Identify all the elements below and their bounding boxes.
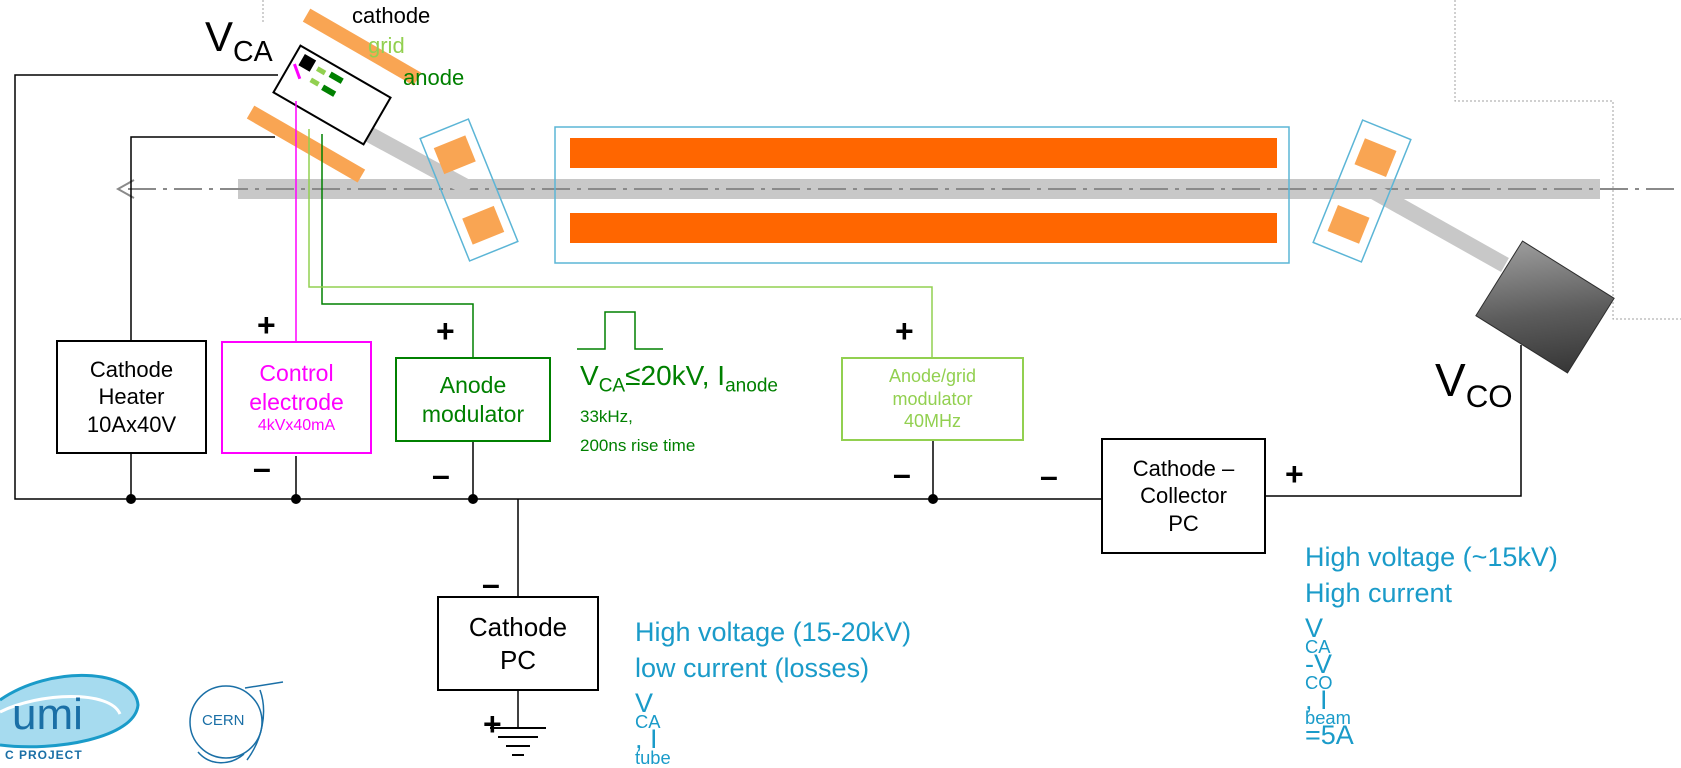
anode-grid-modulator-line-3: 40MHz [903,411,961,432]
cathode-pc-note-line-2: low current (losses) [635,652,870,683]
input-coupler [419,118,519,262]
anode-minus-sign: – [432,457,450,493]
heater-ctrl-plus-sign: + [257,307,276,343]
collector-beam-tube [1371,185,1509,272]
cathode-collector-pc-box: Cathode – Collector PC [1101,438,1266,554]
cathode-element [298,53,317,72]
pulse-waveform-icon [577,311,663,350]
lumi-logo-text: umi [12,690,83,739]
cathode-heater-line-3: 10Ax40V [86,411,177,437]
hl-lhc-lumi-logo [0,674,140,749]
cathode-pc-line-2: PC [499,644,537,675]
cern-logo [189,681,284,764]
gun-coil-lower [246,105,366,183]
cathode-collector-pc-line-1: Cathode – [1132,455,1235,481]
pulse-spec-label: VCA≤20kV, Ianode [580,360,779,397]
wiring-black [14,74,1522,756]
collector [1475,240,1615,374]
cathode-pc-box: Cathode PC [437,596,599,691]
collector-pc-plus-sign: + [1285,456,1304,492]
cathode-pc-note: High voltage (15-20kV) low current (loss… [635,615,912,768]
lumi-logo-subtext: C PROJECT [5,748,83,762]
v-co-label: VCO [1435,354,1513,414]
cathode-pc-note-line-1: High voltage (15-20kV) [635,617,912,647]
collector-note-line-1: High voltage (~15kV) [1305,542,1558,572]
interaction-bar-upper [570,138,1277,168]
cathode-collector-pc-line-3: PC [1168,510,1199,536]
anode-label: anode [403,65,465,90]
anode-grid-modulator-line-1: Anode/grid [888,366,977,387]
anode-element-upper [328,71,344,84]
grid-element-upper [315,66,327,76]
control-electrode-line-2: electrode [249,388,344,415]
grid-mod-plus-sign: + [895,313,914,349]
wiring-light-green [308,129,933,357]
control-electrode-line-1: Control [259,359,334,386]
cathode-heater-line-1: Cathode [89,356,174,382]
cern-logo-text: CERN [202,712,245,729]
ctrl-minus-sign: – [253,450,271,486]
gun-beam-tube [361,124,474,197]
interaction-section-frame [554,126,1290,264]
junction-dots [126,494,938,504]
anode-modulator-line-1: Anode [439,371,507,398]
collector-pc-minus-sign: – [1040,458,1058,494]
cathode-heater-box: Cathode Heater 10Ax40V [56,340,207,454]
control-electrode-line-3: 4kVx40mA [257,417,336,435]
interaction-bar-lower [570,213,1277,243]
v-ca-label: VCA [205,13,273,68]
cathode-heater-line-2: Heater [98,384,165,410]
cathode-pc-minus-sign: – [482,566,500,602]
cathode-pc-plus-sign: + [483,706,502,742]
anode-grid-modulator-box: Anode/grid modulator 40MHz [841,357,1024,441]
anode-modulator-box: Anode modulator [395,357,551,442]
anode-plus-sign: + [436,313,455,349]
gun-coil-upper [302,8,422,86]
beam-arrowhead [115,179,135,199]
control-electrode-mark [293,63,302,80]
control-electrode-box: Control electrode 4kVx40mA [221,341,372,454]
anode-grid-modulator-line-2: modulator [892,388,973,409]
anode-element-lower [321,84,337,97]
cathode-label: cathode [352,3,431,28]
pulse-frequency-label: 33kHz, [580,407,633,426]
pulse-rise-time-label: 200ns rise time [580,436,696,455]
cathode-collector-pc-line-2: Collector [1140,483,1227,509]
output-coupler [1312,119,1412,263]
electron-gun [246,8,422,183]
anode-modulator-line-2: modulator [421,400,525,427]
collector-note-line-2: High current [1305,577,1453,608]
wiring-dark-green [321,134,474,357]
grid-label: grid [368,33,405,58]
grid-element-lower [309,77,320,87]
cathode-pc-line-1: Cathode [468,612,568,642]
grid-mod-minus-sign: – [893,456,911,492]
